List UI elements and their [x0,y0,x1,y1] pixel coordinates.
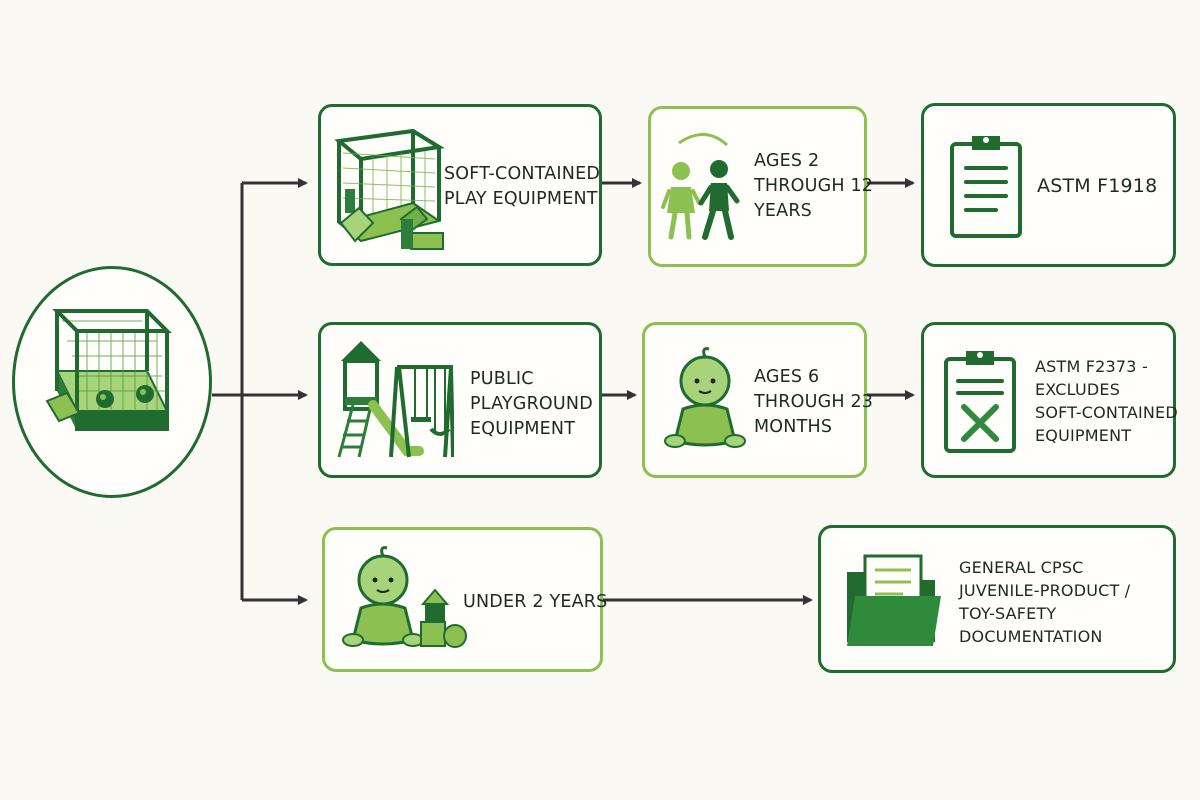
children-walking-icon [661,133,740,240]
soft-play-structure-icon [334,128,445,250]
under-2-years-line-1: Under 2 Years [463,592,608,612]
general-cpsc-documentation-box: General CPSC Juvenile-Product / Toy-Safe… [818,525,1176,673]
soft-contained-line-2: Play Equipment [444,189,598,209]
general-cpsc-line-3: Toy-Safety [959,604,1057,623]
astm-f2373-line-2: Excludes [1035,380,1121,399]
astm-f2373-line-1: ASTM F2373 - [1035,357,1148,376]
soft-contained-label: Soft-Contained Play Equipment [444,162,600,212]
folder-document-icon [847,554,941,646]
root-connectors [212,178,308,605]
ages-2-through-12-years-box: Ages 2 Through 12 Years [648,106,873,267]
public-playground-line-2: Playground [470,394,593,414]
soft-contained-play-equipment-box: Soft-Contained Play Equipment [318,104,602,266]
soft-contained-line-1: Soft-Contained [444,164,601,184]
ages-2-12-label: Ages 2 Through 12 Years [754,149,873,224]
public-playground-label: Public Playground Equipment [470,367,593,442]
baby-icon [664,347,746,448]
general-cpsc-line-2: Juvenile-Product / [959,581,1131,600]
ball-pit-enclosure-icon [45,309,172,431]
astm-f1918-line-1: ASTM F1918 [1037,175,1158,197]
playground-swing-set-icon [337,341,454,458]
astm-f1918-box: ASTM F1918 [921,103,1176,267]
baby-with-blocks-icon [342,546,467,648]
ages-2-12-line-3: Years [754,201,812,221]
under-2-years-label: Under 2 Years [463,590,607,615]
public-playground-equipment-box: Public Playground Equipment [318,322,602,478]
general-cpsc-line-1: General CPSC [959,558,1084,577]
public-playground-line-3: Equipment [470,419,576,439]
ages-6-through-23-months-box: Ages 6 Through 23 Months [642,322,873,478]
general-cpsc-line-4: Documentation [959,627,1103,646]
general-cpsc-label: General CPSC Juvenile-Product / Toy-Safe… [959,556,1130,648]
astm-f2373-box: ASTM F2373 - Excludes Soft-Contained Equ… [921,322,1178,478]
clipboard-x-icon [944,351,1016,453]
astm-f2373-line-3: Soft-Contained [1035,403,1178,422]
ages-6-23-label: Ages 6 Through 23 Months [754,365,873,440]
ages-2-12-line-2: Through 12 [754,176,874,196]
ages-6-23-line-1: Ages 6 [754,367,820,387]
astm-f1918-label: ASTM F1918 [1037,174,1157,199]
root-node-circle [12,266,212,498]
astm-f2373-label: ASTM F2373 - Excludes Soft-Contained Equ… [1035,355,1178,447]
public-playground-line-1: Public [470,369,534,389]
astm-f2373-line-4: Equipment [1035,426,1132,445]
under-2-years-box: Under 2 Years [322,527,607,672]
ages-6-23-line-3: Months [754,417,833,437]
step-connectors [602,178,915,605]
ages-6-23-line-2: Through 23 [754,392,874,412]
ages-2-12-line-1: Ages 2 [754,151,820,171]
clipboard-icon [950,136,1022,238]
